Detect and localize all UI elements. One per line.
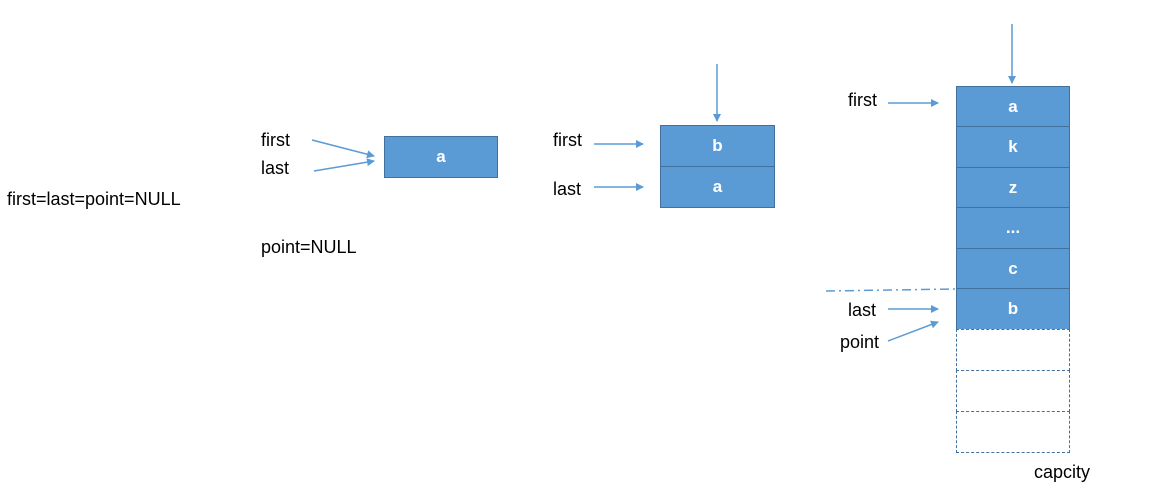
s3-boundary-line	[825, 288, 957, 292]
s2-last-label: last	[553, 179, 582, 199]
s2-first-label: first	[553, 130, 582, 150]
s2-cell-0: b	[660, 125, 775, 167]
s3-cell-8	[956, 411, 1070, 453]
s3-point-label: point	[840, 332, 880, 352]
s3-cell-3: ...	[956, 207, 1070, 249]
s3-cell-5: b	[956, 288, 1070, 330]
s1-last-label: last	[261, 158, 290, 178]
s3-last-label: last	[848, 300, 877, 320]
s3-point-arrow	[887, 320, 939, 342]
s3-capacity-label: capcity	[1034, 462, 1091, 482]
s1-cell-0: a	[384, 136, 498, 178]
s3-cell-1: k	[956, 126, 1070, 168]
s3-cell-0: a	[956, 86, 1070, 127]
s3-first-label: first	[848, 90, 877, 110]
s3-cell-4: c	[956, 248, 1070, 289]
s1-last-arrow	[313, 158, 375, 172]
s1-point-label: point=NULL	[261, 237, 357, 257]
initial-state-text: first=last=point=NULL	[7, 189, 181, 209]
s1-first-label: first	[261, 130, 290, 150]
s3-cell-2: z	[956, 167, 1070, 208]
s1-first-arrow	[311, 139, 375, 159]
s2-cell-1: a	[660, 166, 775, 208]
